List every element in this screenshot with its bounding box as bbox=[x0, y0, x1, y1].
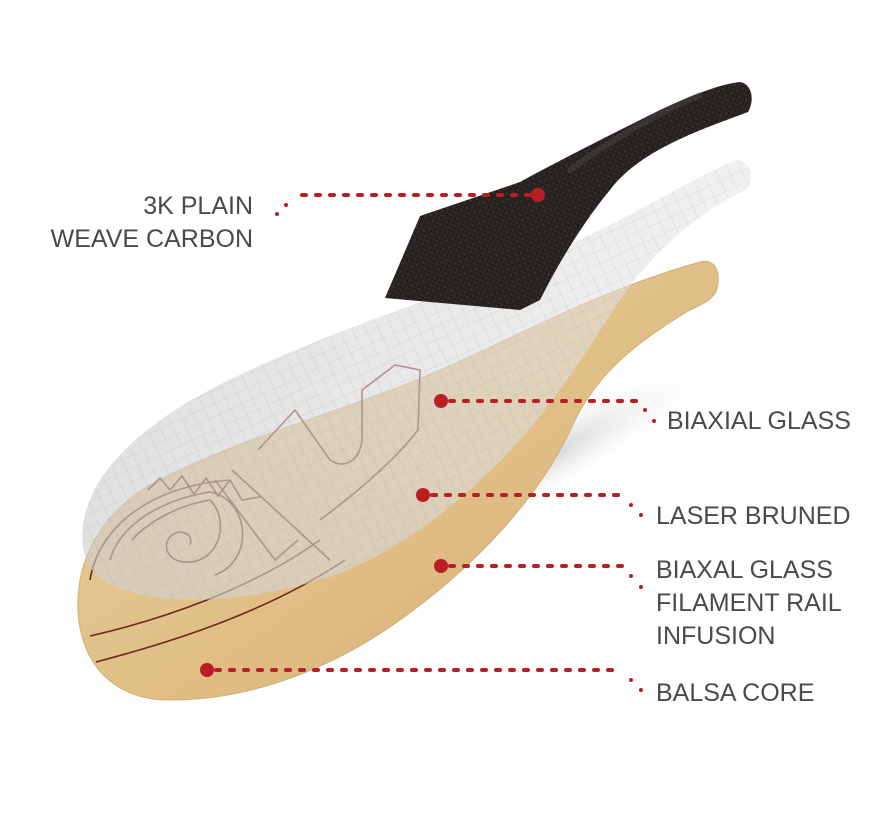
biaxial-glass-layer bbox=[82, 160, 752, 600]
leader-balsa-core bbox=[200, 663, 643, 692]
callout-line: BIAXIAL GLASS bbox=[667, 407, 851, 435]
leader-biaxial-glass bbox=[434, 394, 656, 423]
leader-laser-bruned bbox=[416, 488, 643, 517]
carbon-weave-layer bbox=[385, 82, 752, 310]
callout-rail-infusion: BIAXAL GLASS FILAMENT RAIL INFUSION bbox=[656, 554, 842, 653]
callout-biaxial-glass: BIAXIAL GLASS bbox=[667, 405, 851, 438]
leader-carbon bbox=[275, 188, 545, 216]
callout-laser-bruned: LASER BRUNED bbox=[656, 500, 851, 533]
callout-line: BALSA CORE bbox=[656, 679, 815, 707]
callout-leaders bbox=[200, 188, 656, 692]
callout-line: FILAMENT RAIL bbox=[656, 589, 842, 617]
callout-line: LASER BRUNED bbox=[656, 502, 851, 530]
leader-rail-infusion bbox=[434, 559, 643, 589]
callout-balsa-core: BALSA CORE bbox=[656, 677, 814, 710]
callout-line: BIAXAL GLASS bbox=[656, 556, 833, 584]
callout-line: 3K PLAIN bbox=[143, 192, 253, 220]
callout-carbon: 3K PLAIN WEAVE CARBON bbox=[40, 190, 253, 256]
callout-line: WEAVE CARBON bbox=[50, 225, 253, 253]
callout-line: INFUSION bbox=[656, 622, 776, 650]
